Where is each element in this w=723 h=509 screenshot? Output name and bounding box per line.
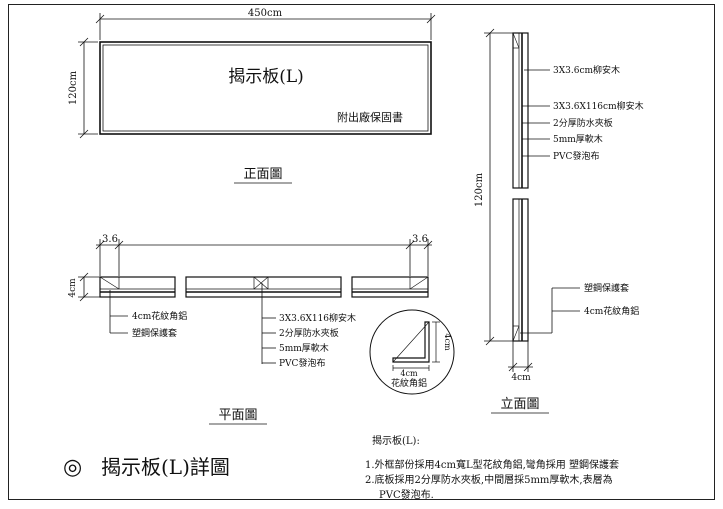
elevation-top-callout-4: 5mm厚軟木 — [553, 133, 603, 145]
plan-layer-leader — [261, 283, 276, 364]
plan-section — [99, 276, 429, 298]
elevation-bottom-callout-1: 塑鋼保護套 — [584, 282, 629, 294]
notes-line-1: 1.外框部份採用4cm寬L型花紋角鋁,彎角採用 塑鋼保護套 — [365, 458, 619, 471]
plan-top-dimension — [95, 239, 433, 276]
plan-corner-callout-2: 塑鋼保護套 — [132, 327, 177, 339]
plan-corner-leader — [109, 290, 128, 334]
front-width-dimension — [95, 13, 436, 40]
front-board-title: 揭示板(L) — [228, 67, 304, 87]
angle-side-dim-label: 4cm — [443, 333, 452, 351]
elevation-top-callout-2: 3X3.6X116cm柳安木 — [553, 100, 644, 112]
angle-detail-label: 花紋角鋁 — [391, 377, 427, 389]
elevation-top-leader — [522, 69, 550, 157]
elevation-top-callout-5: PVC發泡布 — [553, 150, 599, 162]
title-symbol: ◎ — [63, 455, 82, 480]
front-board-inner — [102, 44, 429, 132]
front-height-dimension — [78, 37, 98, 139]
elevation-bottom-callout-2: 4cm花紋角鋁 — [584, 305, 639, 317]
plan-depth-label: 4cm — [68, 278, 78, 298]
angle-diagonal — [392, 321, 430, 363]
angle-side-dimension — [432, 321, 440, 363]
plan-layer-callout-3: 5mm厚軟木 — [279, 342, 329, 354]
elevation-height-dimension — [484, 28, 513, 346]
plan-layer-callout-1: 3X3.6X116柳安木 — [279, 312, 356, 324]
front-board-outer — [99, 41, 432, 135]
angle-detail-circle — [369, 309, 455, 395]
plan-corner-callout-1: 4cm花紋角鋁 — [132, 310, 187, 322]
title-text: 揭示板(L)詳圖 — [101, 455, 230, 479]
angle-bottom-dim-label: 4cm — [400, 369, 418, 378]
front-board-note: 附出廠保固書 — [337, 110, 403, 124]
angle-detail: 4cm 4cm 花紋角鋁 — [369, 309, 455, 395]
front-width-label: 450cm — [248, 8, 283, 19]
plan-depth-dimension — [78, 272, 100, 302]
elevation-view-label: 立面圖 — [500, 397, 539, 412]
angle-profile — [392, 321, 430, 363]
elevation-top-callout-1: 3X3.6cm柳安木 — [553, 64, 620, 76]
angle-bottom-dimension — [392, 365, 430, 371]
plan-layer-callout-2: 2分厚防水夾板 — [279, 327, 339, 339]
elevation-bottom-leader — [520, 287, 580, 334]
elevation-height-label: 120cm — [474, 172, 485, 207]
notes-line-3: PVC發泡布. — [379, 488, 434, 501]
plan-left-dim-label: 3.6 — [102, 234, 118, 245]
notes-line-2: 2.底板採用2分厚防水夾板,中間層採5mm厚軟木,表層為 — [365, 473, 613, 486]
elevation-top-callout-3: 2分厚防水夾板 — [553, 117, 613, 129]
front-view-label: 正面圖 — [243, 167, 282, 182]
plan-view-label: 平面圖 — [218, 408, 257, 423]
plan-right-dim-label: 3.6 — [412, 234, 428, 245]
notes-heading: 揭示板(L): — [372, 434, 420, 447]
elevation-depth-dimension — [508, 341, 533, 372]
front-view: 450cm 120cm 揭示板(L) 附出廠保固書 正面圖 — [68, 8, 436, 184]
front-height-label: 120cm — [68, 70, 79, 105]
plan-view: 3.6 3.6 4cm — [68, 234, 433, 425]
title-block: ◎ 揭示板(L)詳圖 — [63, 455, 230, 480]
elevation-view: 120cm 3X3.6cm柳安木 3X3.6X116cm柳安木 2分厚防水 — [474, 28, 644, 414]
notes-block: 揭示板(L): 1.外框部份採用4cm寬L型花紋角鋁,彎角採用 塑鋼保護套 2.… — [365, 434, 619, 501]
plan-layer-callout-4: PVC發泡布 — [279, 357, 325, 369]
elevation-depth-label: 4cm — [511, 373, 531, 383]
elevation-section — [512, 32, 529, 342]
